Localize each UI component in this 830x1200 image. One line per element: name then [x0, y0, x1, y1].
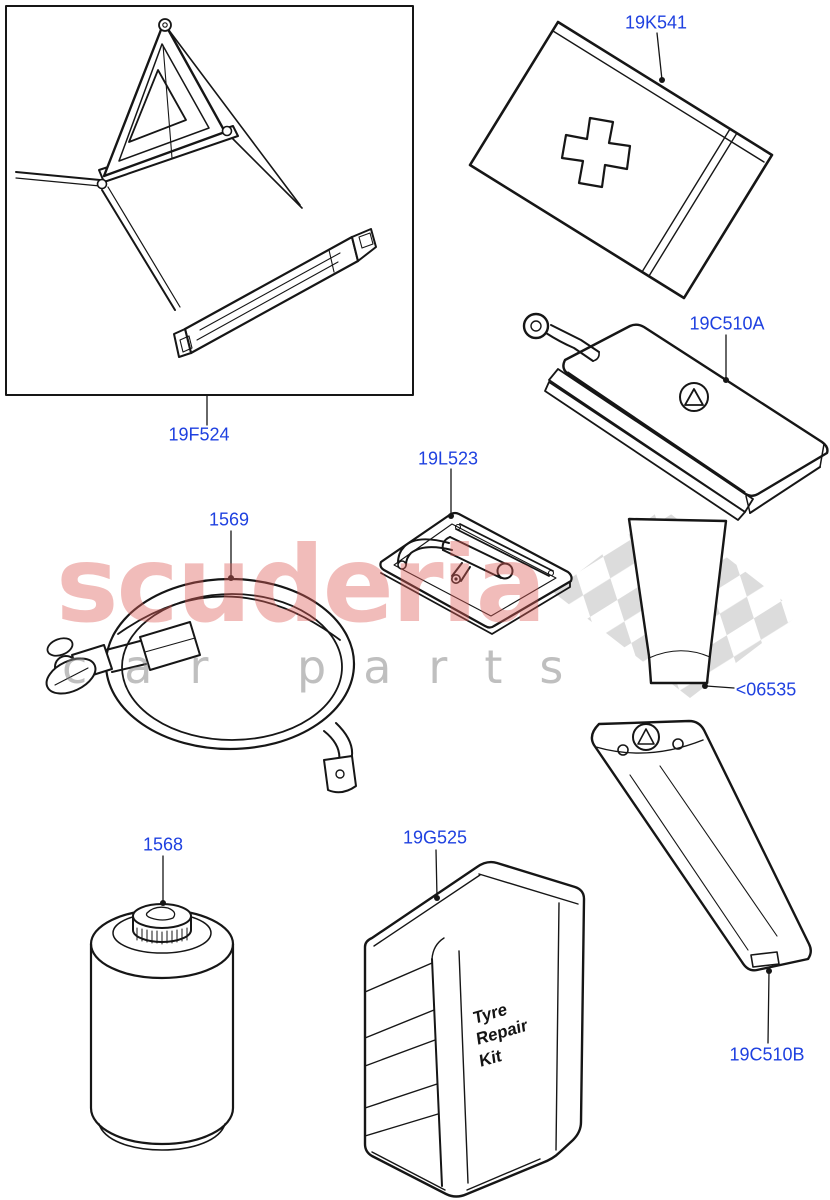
leader-19C510A: [723, 334, 729, 383]
leader-19C510B: [766, 968, 772, 1044]
leader-06535: [702, 683, 735, 689]
inflation-hose-drawing: [45, 577, 357, 794]
leader-19G525: [434, 849, 440, 901]
part-label-tyre-repair-kit[interactable]: 19G525: [402, 827, 468, 848]
part-label-sealant-bottle[interactable]: 1568: [142, 834, 184, 855]
tyre-repair-kit-drawing: [363, 860, 586, 1198]
tool-tray-drawing: [379, 511, 573, 635]
leader-19K541: [656, 32, 665, 83]
sealant-tube-drawing: [627, 517, 728, 685]
leader-1569: [228, 530, 234, 581]
part-label-tool-tray[interactable]: 19L523: [417, 448, 479, 469]
leader-1568: [160, 855, 166, 906]
part-label-triangle-case[interactable]: 19C510A: [689, 313, 765, 334]
part-label-inflation-hose[interactable]: 1569: [208, 509, 250, 530]
triangle-case-drawing: [522, 312, 829, 521]
triangle-case-long-drawing: [590, 719, 812, 972]
sealant-bottle-drawing: [89, 903, 235, 1151]
leader-19L523: [448, 468, 454, 519]
part-label-triangle-case-long[interactable]: 19C510B: [729, 1044, 805, 1065]
part-label-first-aid-kit[interactable]: 19K541: [624, 12, 688, 33]
part-label-warning-triangle-kit[interactable]: 19F524: [168, 424, 230, 445]
warning-triangle-kit-drawing: [5, 5, 414, 396]
first-aid-kit-drawing: [468, 20, 774, 300]
part-label-sealant-tube[interactable]: <06535: [735, 679, 797, 700]
